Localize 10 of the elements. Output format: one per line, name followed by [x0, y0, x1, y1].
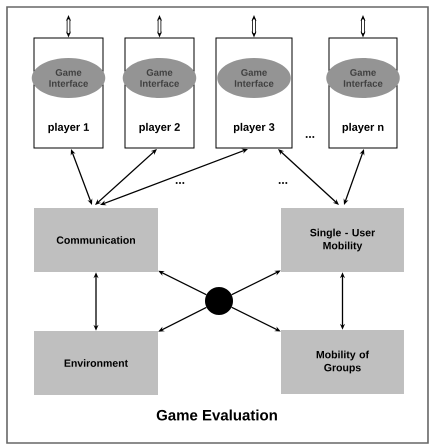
hub-circle	[205, 287, 233, 315]
ellipsis-label: ...	[306, 136, 314, 138]
process-box: Mobility of Groups	[281, 330, 404, 394]
arrow	[95, 149, 157, 205]
ellipsis-label: ...	[278, 182, 288, 184]
process-box: Single - User Mobility	[281, 208, 404, 272]
arrow	[278, 149, 339, 205]
process-box: Environment	[34, 331, 158, 395]
ellipsis-label: ...	[176, 182, 184, 184]
process-box: Communication	[34, 208, 158, 272]
